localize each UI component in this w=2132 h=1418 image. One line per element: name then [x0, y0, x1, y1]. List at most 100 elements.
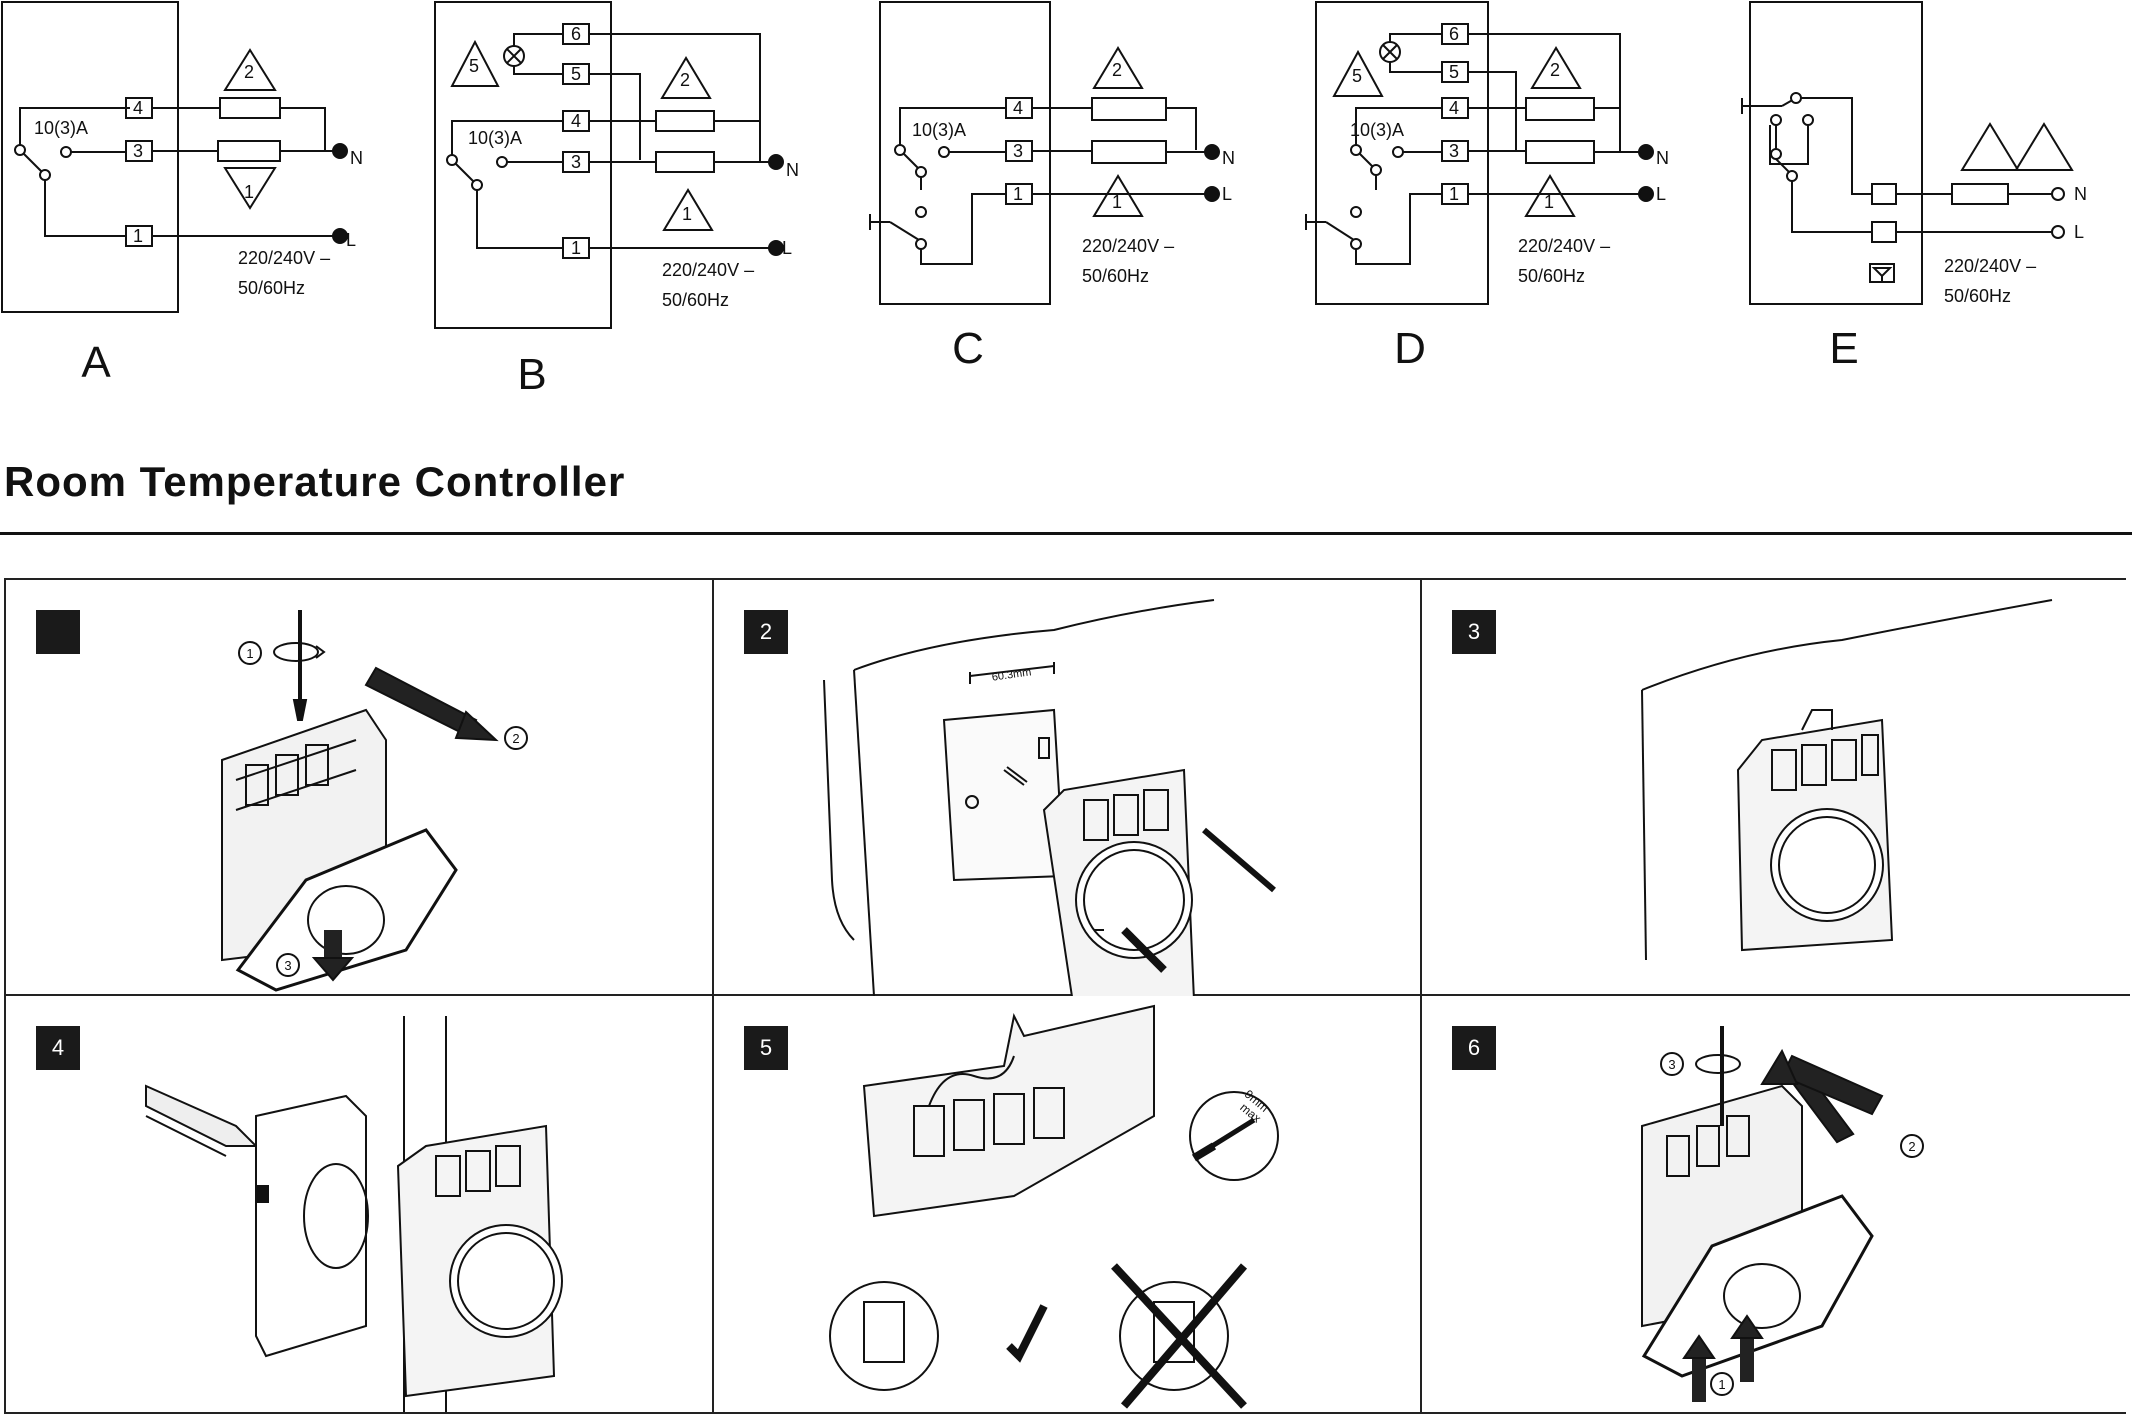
wiring-diagram-c — [869, 1, 1220, 305]
svg-text:1: 1 — [682, 204, 692, 224]
current-rating: 10(3)A — [34, 118, 88, 138]
refit-cover-illustration — [1641, 1026, 1924, 1402]
diagram-label-a: A — [81, 338, 111, 387]
warning-triangle — [1332, 49, 1384, 97]
svg-text:L: L — [782, 238, 792, 258]
svg-text:10(3)A: 10(3)A — [468, 128, 522, 148]
svg-text:10(3)A: 10(3)A — [1350, 120, 1404, 140]
warning-triangle — [1530, 46, 1582, 89]
wiring-diagram-b — [434, 1, 784, 329]
svg-text:5: 5 — [1352, 66, 1362, 86]
step-badge — [36, 610, 80, 654]
svg-text:5: 5 — [469, 56, 479, 76]
diagram-label-b: B — [517, 350, 547, 399]
step-badge: 2 — [744, 610, 788, 654]
svg-text:1: 1 — [571, 238, 581, 258]
svg-text:1: 1 — [1013, 184, 1023, 204]
svg-text:2: 2 — [1550, 60, 1560, 80]
step-panel-4: 4 — [6, 996, 714, 1412]
svg-text:L: L — [346, 230, 356, 250]
svg-text:3: 3 — [133, 141, 143, 161]
wiring-diagram-a — [1, 1, 348, 313]
svg-text:2: 2 — [1112, 60, 1122, 80]
warning-triangle — [1092, 46, 1144, 89]
svg-text:4: 4 — [1449, 98, 1459, 118]
diagram-label-d: D — [1394, 324, 1426, 373]
mount-base-illustration — [823, 599, 1276, 996]
warning-triangle — [450, 39, 500, 87]
svg-text:4: 4 — [1013, 98, 1023, 118]
step-badge: 6 — [1452, 1026, 1496, 1070]
svg-text:1: 1 — [244, 182, 254, 202]
svg-text:1: 1 — [1112, 192, 1122, 212]
svg-text:N: N — [350, 148, 363, 168]
svg-text:2: 2 — [244, 62, 254, 82]
svg-text:5: 5 — [1449, 62, 1459, 82]
svg-text:60.3mm: 60.3mm — [991, 666, 1032, 683]
svg-text:50/60Hz: 50/60Hz — [1518, 266, 1585, 286]
title-divider — [0, 532, 2132, 535]
svg-text:N: N — [1656, 148, 1669, 168]
svg-text:220/240V –: 220/240V – — [1518, 236, 1610, 256]
warning-triangle — [223, 167, 277, 210]
svg-text:2: 2 — [680, 70, 690, 90]
step-panel-2: 2 60.3mm — [714, 580, 1422, 996]
svg-text:220/240V –: 220/240V – — [1082, 236, 1174, 256]
svg-text:L: L — [1656, 184, 1666, 204]
svg-text:3: 3 — [1668, 1057, 1675, 1072]
step-panel-6: 6 1 2 3 — [1422, 996, 2130, 1412]
step-badge: 4 — [36, 1026, 80, 1070]
svg-text:2: 2 — [512, 731, 519, 746]
page-title: Room Temperature Controller — [4, 458, 626, 505]
svg-text:4: 4 — [571, 111, 581, 131]
step-panel-1: 1 2 3 — [6, 580, 714, 996]
break-out-cable-entry-illustration — [145, 1016, 563, 1412]
svg-text:L: L — [2074, 222, 2084, 242]
installation-steps-grid: 1 2 3 2 60. — [4, 578, 2130, 1414]
svg-text:50/60Hz: 50/60Hz — [662, 290, 729, 310]
svg-text:2: 2 — [1908, 1139, 1915, 1154]
svg-text:50/60Hz: 50/60Hz — [238, 278, 305, 298]
wire-connection-illustration — [829, 1004, 1279, 1409]
warning-triangle — [1960, 122, 2020, 171]
warning-triangle — [662, 188, 714, 231]
svg-text:220/240V –: 220/240V – — [1944, 256, 2036, 276]
step-panel-3: 3 — [1422, 580, 2130, 996]
svg-text:1: 1 — [1718, 1377, 1725, 1392]
svg-text:3: 3 — [1449, 141, 1459, 161]
warning-triangle — [1092, 174, 1144, 217]
wiring-diagram-d — [1305, 1, 1654, 305]
svg-text:10(3)A: 10(3)A — [912, 120, 966, 140]
terminal-dot — [332, 143, 348, 159]
svg-text:N: N — [1222, 148, 1235, 168]
svg-text:4: 4 — [133, 98, 143, 118]
svg-text:N: N — [2074, 184, 2087, 204]
wiring-diagrams: 10(3)A 4 3 1 N L 2 1 220/240V – 50/60Hz … — [1, 1, 2087, 329]
svg-text:220/240V –: 220/240V – — [662, 260, 754, 280]
svg-text:1: 1 — [246, 646, 253, 661]
step-badge: 3 — [1452, 610, 1496, 654]
remove-cover-illustration — [221, 610, 528, 992]
svg-text:1: 1 — [1544, 192, 1554, 212]
svg-text:1: 1 — [133, 226, 143, 246]
wiring-diagram-e — [1741, 1, 2074, 305]
svg-text:L: L — [1222, 184, 1232, 204]
svg-text:N: N — [786, 160, 799, 180]
svg-text:3: 3 — [571, 152, 581, 172]
svg-text:3: 3 — [1013, 141, 1023, 161]
warning-triangle — [660, 56, 712, 99]
svg-text:3: 3 — [284, 958, 291, 973]
warning-triangle — [223, 48, 277, 91]
diagram-label-e: E — [1829, 324, 1859, 373]
svg-text:5: 5 — [571, 64, 581, 84]
svg-text:6: 6 — [571, 24, 581, 44]
warning-triangle — [2014, 122, 2074, 171]
step-panel-5: 5 9mm max — [714, 996, 1422, 1412]
svg-text:6: 6 — [1449, 24, 1459, 44]
diagram-label-c: C — [952, 324, 984, 373]
warning-triangle — [1524, 174, 1576, 217]
svg-text:50/60Hz: 50/60Hz — [1082, 266, 1149, 286]
terminal-dot — [332, 228, 348, 244]
svg-text:1: 1 — [1449, 184, 1459, 204]
svg-text:220/240V –: 220/240V – — [238, 248, 330, 268]
